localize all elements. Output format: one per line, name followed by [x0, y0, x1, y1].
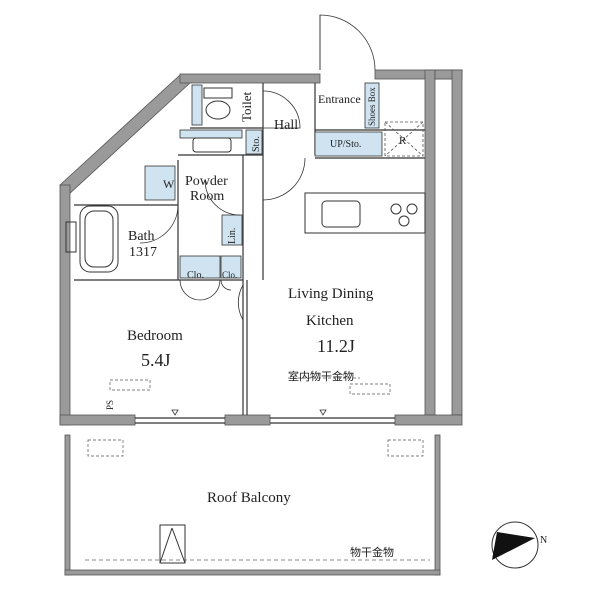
powder-room-label-line2: Room: [190, 189, 224, 204]
refrigerator-space: [384, 121, 424, 157]
bathtub: [65, 205, 119, 273]
closet-right-label: Clo.: [222, 270, 237, 280]
compass: N: [491, 521, 547, 569]
toilet-fixture: [203, 87, 233, 120]
powder-sink: [192, 137, 232, 153]
washer-label: W: [163, 177, 175, 191]
bath-label-line2: 1317: [129, 245, 157, 260]
interior-walls: [74, 83, 425, 424]
ldk-label-line2: Kitchen: [306, 313, 354, 329]
balcony-hatch: [159, 524, 186, 564]
entrance-label: Entrance: [318, 92, 361, 106]
window-markers: [171, 409, 327, 416]
indoor-drying-label: 室内物干金物: [288, 369, 354, 383]
sto-label: Sto.: [251, 136, 262, 152]
shoes-box-area: [364, 82, 380, 129]
shoes-box-label: Shoes Box: [367, 87, 377, 126]
linen-area: [221, 214, 243, 246]
up-sto-label: UP/Sto.: [330, 139, 361, 150]
bath-label-line1: Bath: [128, 229, 154, 244]
up-sto-area: [314, 131, 383, 157]
door-swings: [139, 14, 376, 321]
compass-north-label: N: [540, 535, 547, 546]
storage-areas: [144, 82, 383, 279]
ldk-size: 11.2J: [317, 336, 355, 356]
bedroom-size: 5.4J: [141, 350, 171, 370]
toilet-storage-area: [191, 84, 203, 126]
kitchen-counter: [304, 192, 426, 234]
ldk-label-line1: Living Dining: [288, 286, 374, 302]
toilet-label: Toilet: [239, 91, 254, 122]
powder-room-label-line1: Powder: [185, 174, 228, 189]
refrigerator-label: R: [399, 135, 407, 147]
linen-label: Lin.: [227, 228, 238, 244]
pipe-space-label: PS: [105, 400, 115, 410]
dashed-markers: [87, 377, 424, 457]
sto-area: [245, 129, 263, 155]
roof-balcony-label: Roof Balcony: [207, 490, 291, 506]
washer-area: [144, 165, 176, 201]
exterior-walls: [59, 69, 463, 576]
bath-storage-area: [179, 129, 243, 139]
closet-left-area: [179, 255, 221, 279]
bedroom-label: Bedroom: [127, 328, 183, 344]
drying-hardware-label: 物干金物: [350, 545, 394, 559]
closet-right-area: [220, 255, 242, 279]
hall-label: Hall: [274, 118, 298, 133]
closet-left-label: Clo.: [187, 270, 204, 281]
